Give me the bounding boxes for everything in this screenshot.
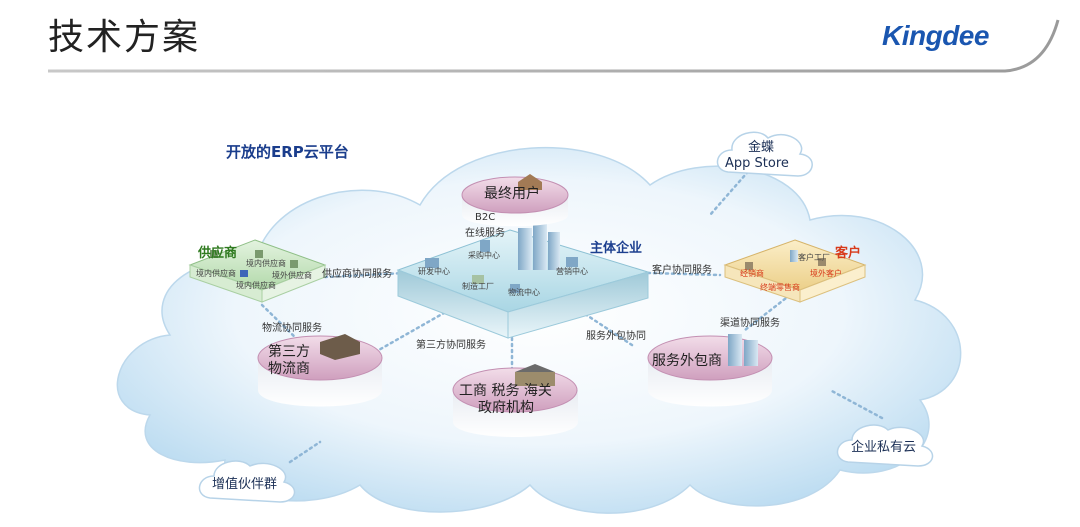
government-label-1: 工商 税务 海关 [459, 383, 552, 400]
domestic-supplier-label-2: 境内供应商 [196, 268, 236, 279]
app-store-label-2: App Store [725, 156, 789, 172]
third-party-logistics-label-1: 第三方 [268, 344, 310, 361]
rnd-center-label: 研发中心 [418, 266, 450, 277]
sales-center-label: 营销中心 [556, 266, 588, 277]
b2c-service-label: 在线服务 [465, 224, 505, 239]
b2c-label: B2C [475, 212, 495, 223]
dealer-label: 经销商 [740, 268, 764, 279]
page-title: 技术方案 [48, 8, 200, 60]
foreign-customer-label: 境外客户 [810, 268, 842, 279]
customer-collab-label: 客户协同服务 [652, 261, 712, 276]
manufacturing-label: 制造工厂 [462, 281, 494, 292]
supplier-collab-label: 供应商协同服务 [322, 265, 392, 280]
logistics-center-label: 物流中心 [508, 287, 540, 298]
third-party-collab-label: 第三方协同服务 [416, 336, 486, 351]
partners-label: 增值伙伴群 [212, 477, 277, 493]
kingdee-logo: Kingdee [882, 20, 989, 52]
app-store-label-1: 金蝶 [748, 140, 774, 156]
customer-factory-label: 客户工厂 [798, 252, 830, 263]
core-enterprise-title: 主体企业 [590, 237, 642, 256]
outsourcer-label: 服务外包商 [652, 353, 722, 370]
terminal-store-label: 终端零售商 [760, 282, 800, 293]
end-user-label: 最终用户 [484, 186, 540, 203]
customers-title: 客户 [835, 242, 861, 261]
government-label-2: 政府机构 [478, 400, 534, 417]
private-cloud-label: 企业私有云 [851, 440, 916, 456]
third-party-logistics-label-2: 物流商 [268, 361, 310, 378]
foreign-supplier-label: 境外供应商 [272, 270, 312, 281]
platform-label: 开放的ERP云平台 [226, 141, 349, 162]
procurement-center-label: 采购中心 [468, 250, 500, 261]
domestic-supplier-label-1: 境内供应商 [246, 258, 286, 269]
outsourcing-collab-label: 服务外包协同 [586, 327, 646, 342]
domestic-supplier-label-3: 境内供应商 [236, 280, 276, 291]
outsourcer-node [648, 334, 772, 407]
channel-collab-label: 渠道协同服务 [720, 314, 780, 329]
suppliers-title: 供应商 [198, 242, 237, 261]
cloud-architecture-diagram [0, 90, 1080, 527]
logistics-collab-label: 物流协同服务 [262, 319, 322, 334]
